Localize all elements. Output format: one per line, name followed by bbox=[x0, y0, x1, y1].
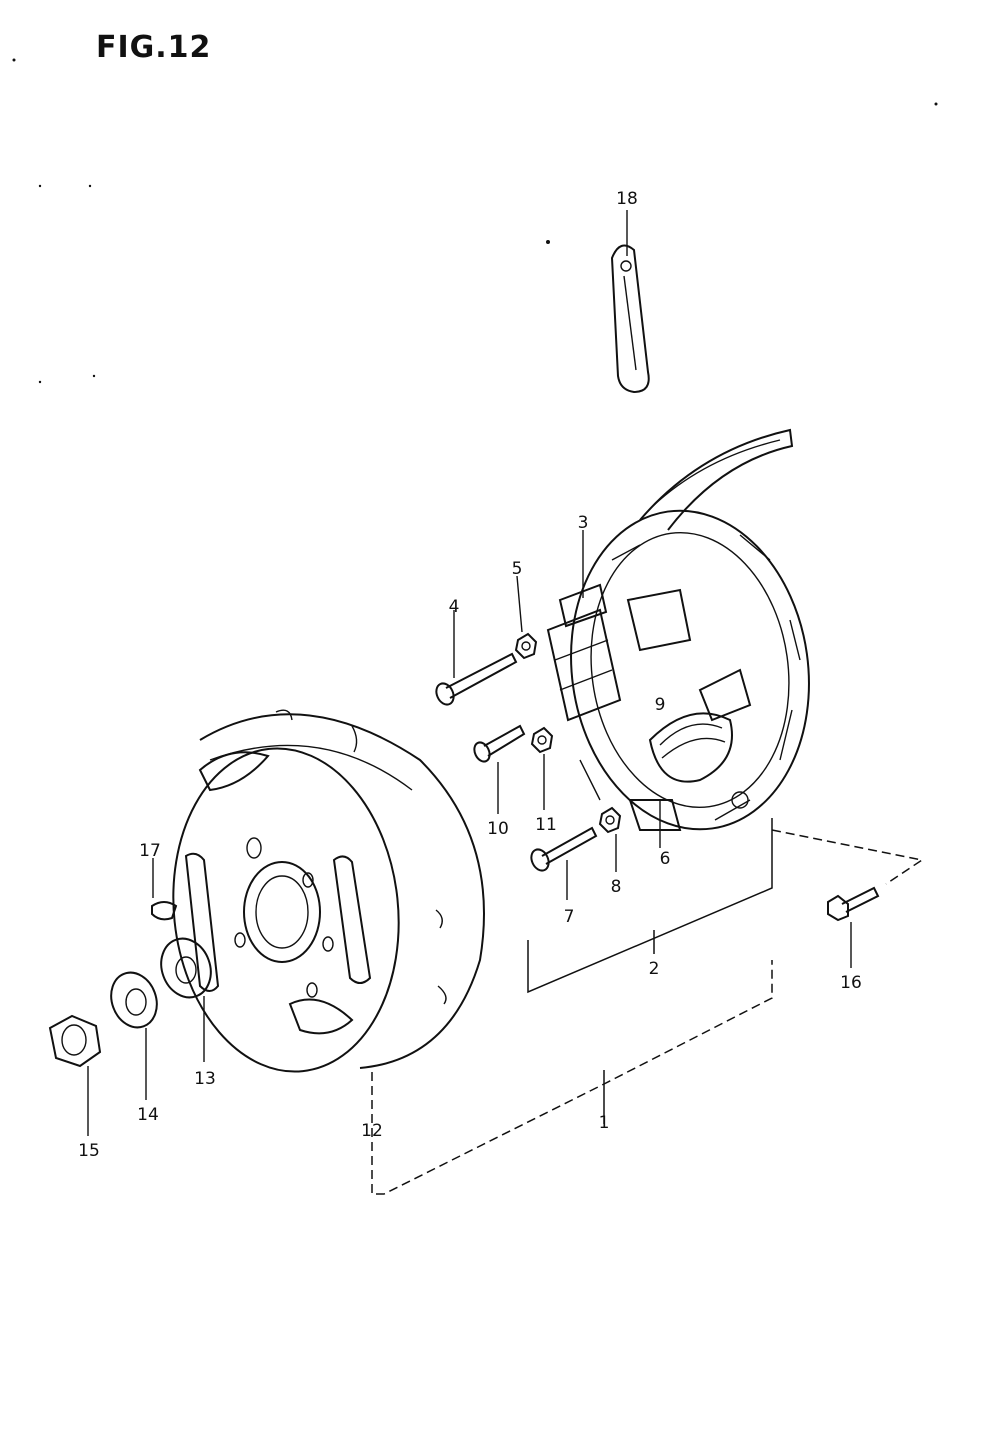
callout-label-13: 13 bbox=[194, 1069, 216, 1089]
callout-label-8: 8 bbox=[611, 877, 622, 897]
part-11-nut bbox=[530, 726, 554, 810]
scan-noise bbox=[12, 58, 938, 384]
callout-label-4: 4 bbox=[449, 597, 460, 617]
stator-coil-lower bbox=[648, 712, 733, 783]
part-13-washer bbox=[160, 937, 212, 1062]
part-5-nut bbox=[514, 575, 538, 660]
part-14-lock-washer bbox=[110, 971, 158, 1100]
wire-harness bbox=[639, 428, 794, 531]
part-8-nut bbox=[598, 806, 622, 872]
callout-label-5: 5 bbox=[512, 559, 523, 579]
breaker-block bbox=[546, 608, 622, 722]
part-15-nut bbox=[48, 1014, 102, 1136]
part-3-terminal bbox=[558, 583, 608, 628]
callout-label-1: 1 bbox=[599, 1113, 610, 1133]
bracket-assembly-1 bbox=[371, 960, 773, 1195]
stator-plate bbox=[546, 509, 810, 831]
callout-label-11: 11 bbox=[535, 815, 557, 835]
part-16-bolt bbox=[827, 886, 880, 968]
bracket-assembly-2 bbox=[527, 818, 924, 994]
part-17-key bbox=[151, 858, 178, 921]
callout-label-17: 17 bbox=[139, 841, 161, 861]
callout-label-12: 12 bbox=[361, 1121, 383, 1141]
callout-label-10: 10 bbox=[487, 819, 509, 839]
stator-coil-upper bbox=[626, 588, 692, 652]
part-4-screw bbox=[435, 610, 518, 706]
callout-label-6: 6 bbox=[660, 849, 671, 869]
callout-label-18: 18 bbox=[616, 189, 638, 209]
callout-label-9: 9 bbox=[655, 695, 666, 715]
part-12-rotor bbox=[172, 709, 485, 1073]
callout-label-14: 14 bbox=[137, 1105, 159, 1125]
callout-label-2: 2 bbox=[649, 959, 660, 979]
part-18-clamp bbox=[610, 210, 650, 394]
callout-label-3: 3 bbox=[578, 513, 589, 533]
callout-label-7: 7 bbox=[564, 907, 575, 927]
part-10-screw bbox=[473, 724, 526, 814]
part-7-screw bbox=[530, 826, 598, 900]
callout-label-15: 15 bbox=[78, 1141, 100, 1161]
figure-title: FIG.12 bbox=[96, 30, 212, 65]
callout-label-16: 16 bbox=[840, 973, 862, 993]
